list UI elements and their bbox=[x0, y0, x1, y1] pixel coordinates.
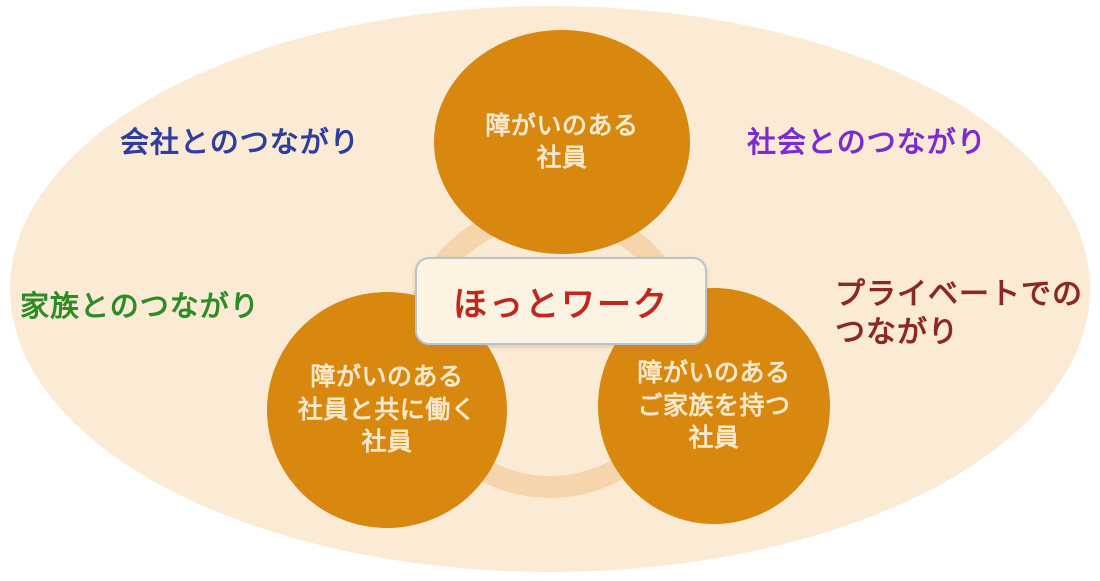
circle-coworking-employees-label: 障がいのある 社員と共に働く 社員 bbox=[297, 363, 477, 457]
label-company-connection: 会社とのつながり bbox=[120, 127, 360, 159]
label-society-connection: 社会とのつながり bbox=[747, 127, 987, 159]
center-label: ほっとワーク bbox=[453, 285, 669, 324]
circle-disabled-employees-label: 障がいのある 社員 bbox=[485, 111, 639, 173]
circle-family-member-employees-label: 障がいのある ご家族を持つ 社員 bbox=[637, 359, 791, 453]
label-family-connection: 家族とのつながり bbox=[20, 291, 260, 323]
center-label-box: ほっとワーク bbox=[415, 257, 707, 345]
label-private-connection: プライベートでの つながり bbox=[835, 278, 1083, 349]
circle-disabled-employees: 障がいのある 社員 bbox=[434, 30, 690, 254]
